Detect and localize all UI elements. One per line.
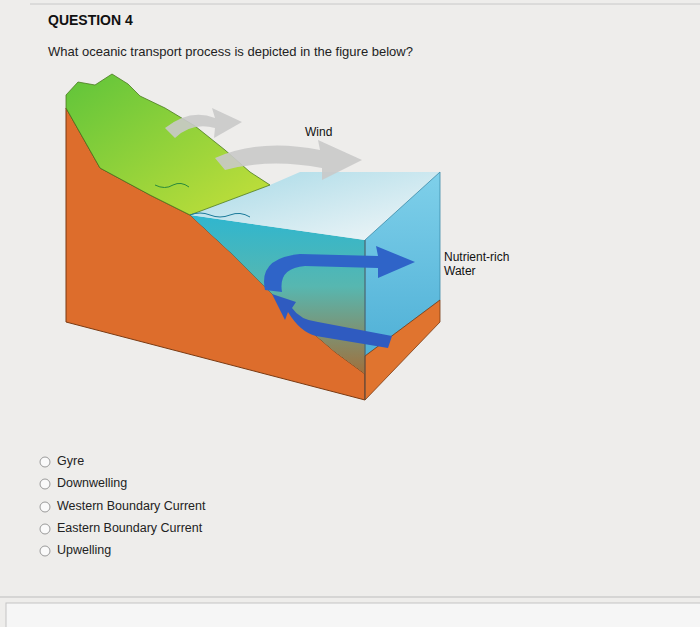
wave — [190, 213, 250, 217]
answer-box — [6, 603, 700, 627]
wind-label: Wind — [305, 125, 332, 139]
answer-option: Gyre — [57, 454, 84, 469]
wind-arrow — [165, 108, 242, 138]
answer-option: Downwelling — [57, 476, 127, 491]
question-text: What oceanic transport process is depict… — [48, 44, 413, 60]
land-surface — [66, 74, 270, 215]
side-land — [365, 300, 440, 400]
answer-option: Eastern Boundary Current — [57, 521, 202, 536]
radio-button — [40, 457, 50, 556]
surface-flow-arrow — [264, 246, 415, 292]
deep-flow-arrow — [272, 294, 392, 348]
water-label: Nutrient-rich Water — [444, 250, 526, 279]
answer-option: Western Boundary Current — [57, 499, 205, 514]
ocean-face — [190, 215, 365, 374]
wind-arrow — [215, 140, 362, 180]
rule — [30, 4, 700, 5]
answer-option: Upwelling — [57, 543, 111, 558]
question-heading: QUESTION 4 — [48, 12, 133, 29]
river — [155, 183, 189, 187]
